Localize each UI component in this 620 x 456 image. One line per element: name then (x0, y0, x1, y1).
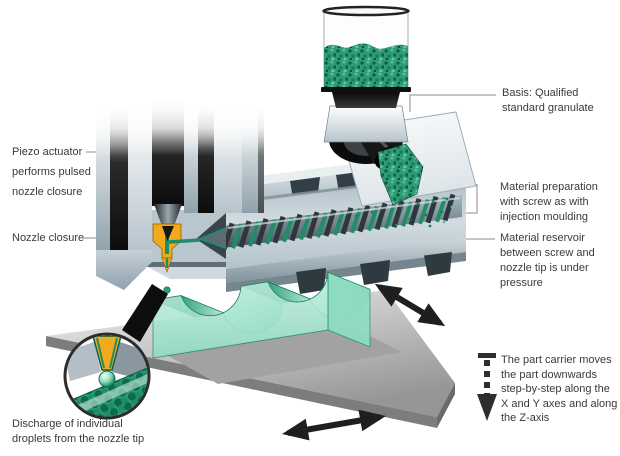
actuator-taper (154, 204, 182, 226)
magnified-droplet (98, 370, 116, 388)
plasticising-unit (221, 5, 477, 294)
melt-speckles (338, 197, 454, 228)
label-part-carrier: The part carrier moves the part downward… (501, 354, 618, 424)
nozzle-assembly (152, 223, 201, 294)
platform-motion-arrow-icon (282, 409, 386, 441)
barrel-bottom-strip (226, 238, 466, 283)
screw-tip-melt-film (199, 227, 227, 249)
build-part (151, 271, 371, 359)
label-nozzle-closure: Nozzle closure (12, 232, 85, 244)
motion-arrows (282, 283, 497, 441)
label-material-reservoir: Material reservoir between screw and noz… (500, 232, 595, 289)
xy-motion-arrow-icon (374, 283, 446, 327)
platform-right-edge (437, 383, 455, 428)
closure-pin-icon (162, 226, 174, 241)
granulate-fill (324, 43, 408, 90)
housing-step (148, 267, 226, 279)
barrel-bottom-notch (424, 252, 452, 276)
z-arrow-head (477, 394, 497, 421)
label-piezo-actuator: Piezo actuator performs pulsed nozzle cl… (12, 146, 91, 198)
hopper-base (332, 92, 400, 108)
screw-flights (221, 193, 456, 251)
granulate-hopper (321, 5, 411, 92)
melt-channel-horizontal (168, 238, 201, 244)
barrel-bottom-step (226, 252, 466, 292)
hopper-rim (322, 5, 410, 17)
hopper-collar (323, 105, 409, 143)
head-top-fade (94, 94, 268, 156)
screw-highlight (227, 197, 461, 229)
magnifier-beam (122, 284, 168, 342)
part-front-face (152, 272, 329, 359)
screw-tip (200, 228, 226, 248)
z-axis-step-arrow-icon (477, 353, 497, 421)
nozzle-tip-droplet (163, 286, 171, 294)
screw-melt-green (231, 197, 447, 249)
leader-basis (409, 94, 496, 112)
housing-shadow (140, 262, 226, 267)
discharge-head (94, 94, 268, 294)
label-material-preparation: Material preparation with screw as with … (500, 181, 598, 223)
head-column-edge (258, 106, 264, 213)
part-shadow (165, 326, 402, 384)
granulate-stream (377, 143, 424, 206)
magnifier-inset (63, 332, 151, 420)
plasticising-screw (221, 193, 462, 251)
head-lower-wedge (96, 250, 152, 290)
label-basis: Basis: Qualified standard granulate (502, 87, 594, 114)
barrel-bottom-notch (360, 260, 390, 285)
magnified-nozzle (92, 335, 122, 371)
label-discharge: Discharge of individual droplets from th… (12, 418, 145, 445)
barrel-bottom-notch (296, 268, 326, 294)
magnified-melt-film (96, 337, 118, 369)
magnified-layer-band (66, 372, 148, 417)
hopper-bottom-rim (321, 87, 411, 92)
z-arrow-tbar (478, 353, 496, 358)
